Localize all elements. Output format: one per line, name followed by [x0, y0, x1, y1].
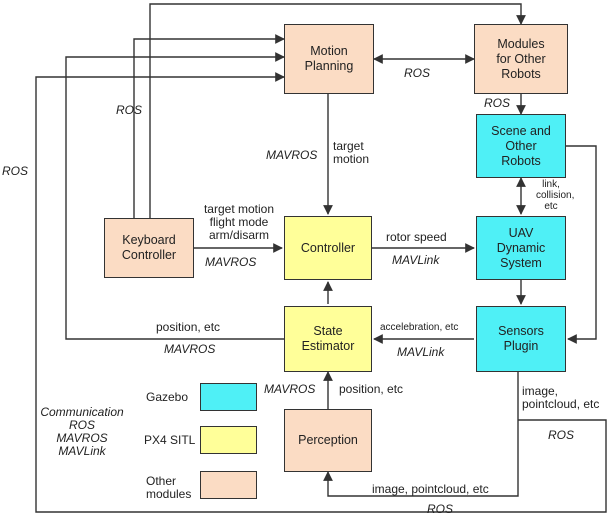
node-keyboard-controller-label: Keyboard Controller — [121, 233, 177, 262]
label-target-motion-planning: target motion — [333, 139, 370, 166]
legend-other-modules-label: Other modules — [146, 474, 192, 501]
label-image-pointcloud-bottom: image, pointcloud, etc — [372, 482, 489, 496]
node-perception: Perception — [284, 409, 372, 472]
legend-px4-label: PX4 SITL — [144, 433, 196, 447]
node-controller-label: Controller — [300, 240, 356, 255]
label-position-etc-left: position, etc — [156, 320, 221, 334]
legend-gazebo-swatch — [200, 383, 257, 411]
label-ros-sensors: ROS — [548, 428, 575, 442]
edge-sensors-to-perception — [323, 372, 519, 497]
node-motion-planning-label: Motion Planning — [304, 44, 354, 73]
label-mavros-position: MAVROS — [164, 342, 216, 356]
label-acceleration: accelebration, etc — [380, 322, 459, 333]
node-keyboard-controller: Keyboard Controller — [104, 218, 194, 278]
edge-estimator-to-planning — [65, 52, 285, 340]
label-position-etc-perception: position, etc — [339, 382, 404, 396]
node-scene-other-robots-label: Scene and Other Robots — [491, 123, 551, 168]
edge-scene-to-sensors — [566, 145, 597, 344]
node-perception-label: Perception — [298, 433, 358, 447]
label-mavlink-accel: MAVLink — [397, 345, 445, 359]
legend-communication: Communication ROS MAVROS MAVLink — [40, 405, 124, 458]
node-uav-dynamic-system: UAV Dynamic System — [476, 216, 566, 280]
label-ros-modules-scene: ROS — [484, 96, 511, 110]
node-sensors-plugin-label: Sensors Plugin — [498, 324, 544, 353]
edge-sensors-to-planning-outer — [35, 72, 607, 513]
legend-other-modules-swatch — [200, 471, 257, 499]
label-ros-left-outer: ROS — [2, 164, 29, 178]
label-image-pointcloud-sensors: image, pointcloud, etc — [522, 384, 600, 411]
edge-keyboard-to-modules — [149, 3, 526, 218]
node-scene-other-robots: Scene and Other Robots — [476, 114, 566, 178]
label-ros-bottom: ROS — [427, 502, 454, 516]
label-mavros-perception: MAVROS — [264, 382, 316, 396]
label-keyboard-command: target motion flight mode arm/disarm — [203, 202, 275, 242]
node-state-estimator: State Estimator — [284, 306, 372, 372]
label-ros-top: ROS — [404, 66, 431, 80]
label-rotor-speed: rotor speed — [386, 230, 447, 244]
label-link-collision: link, collision, etc — [536, 179, 575, 212]
label-mavlink-rotor: MAVLink — [392, 253, 440, 267]
node-motion-planning: Motion Planning — [284, 24, 374, 94]
label-ros-left-inner: ROS — [116, 103, 143, 117]
node-state-estimator-label: State Estimator — [301, 324, 355, 353]
label-mavros-keyboard: MAVROS — [205, 255, 257, 269]
node-uav-dynamic-system-label: UAV Dynamic System — [496, 225, 546, 270]
node-sensors-plugin: Sensors Plugin — [476, 306, 566, 372]
node-modules-other-robots: Modules for Other Robots — [474, 24, 568, 94]
node-controller: Controller — [284, 216, 372, 280]
legend-px4-swatch — [200, 426, 257, 454]
label-mavros-planning: MAVROS — [266, 148, 318, 162]
edge-keyboard-to-planning — [133, 34, 285, 218]
legend-gazebo-label: Gazebo — [146, 390, 189, 404]
node-modules-other-robots-label: Modules for Other Robots — [496, 36, 546, 81]
